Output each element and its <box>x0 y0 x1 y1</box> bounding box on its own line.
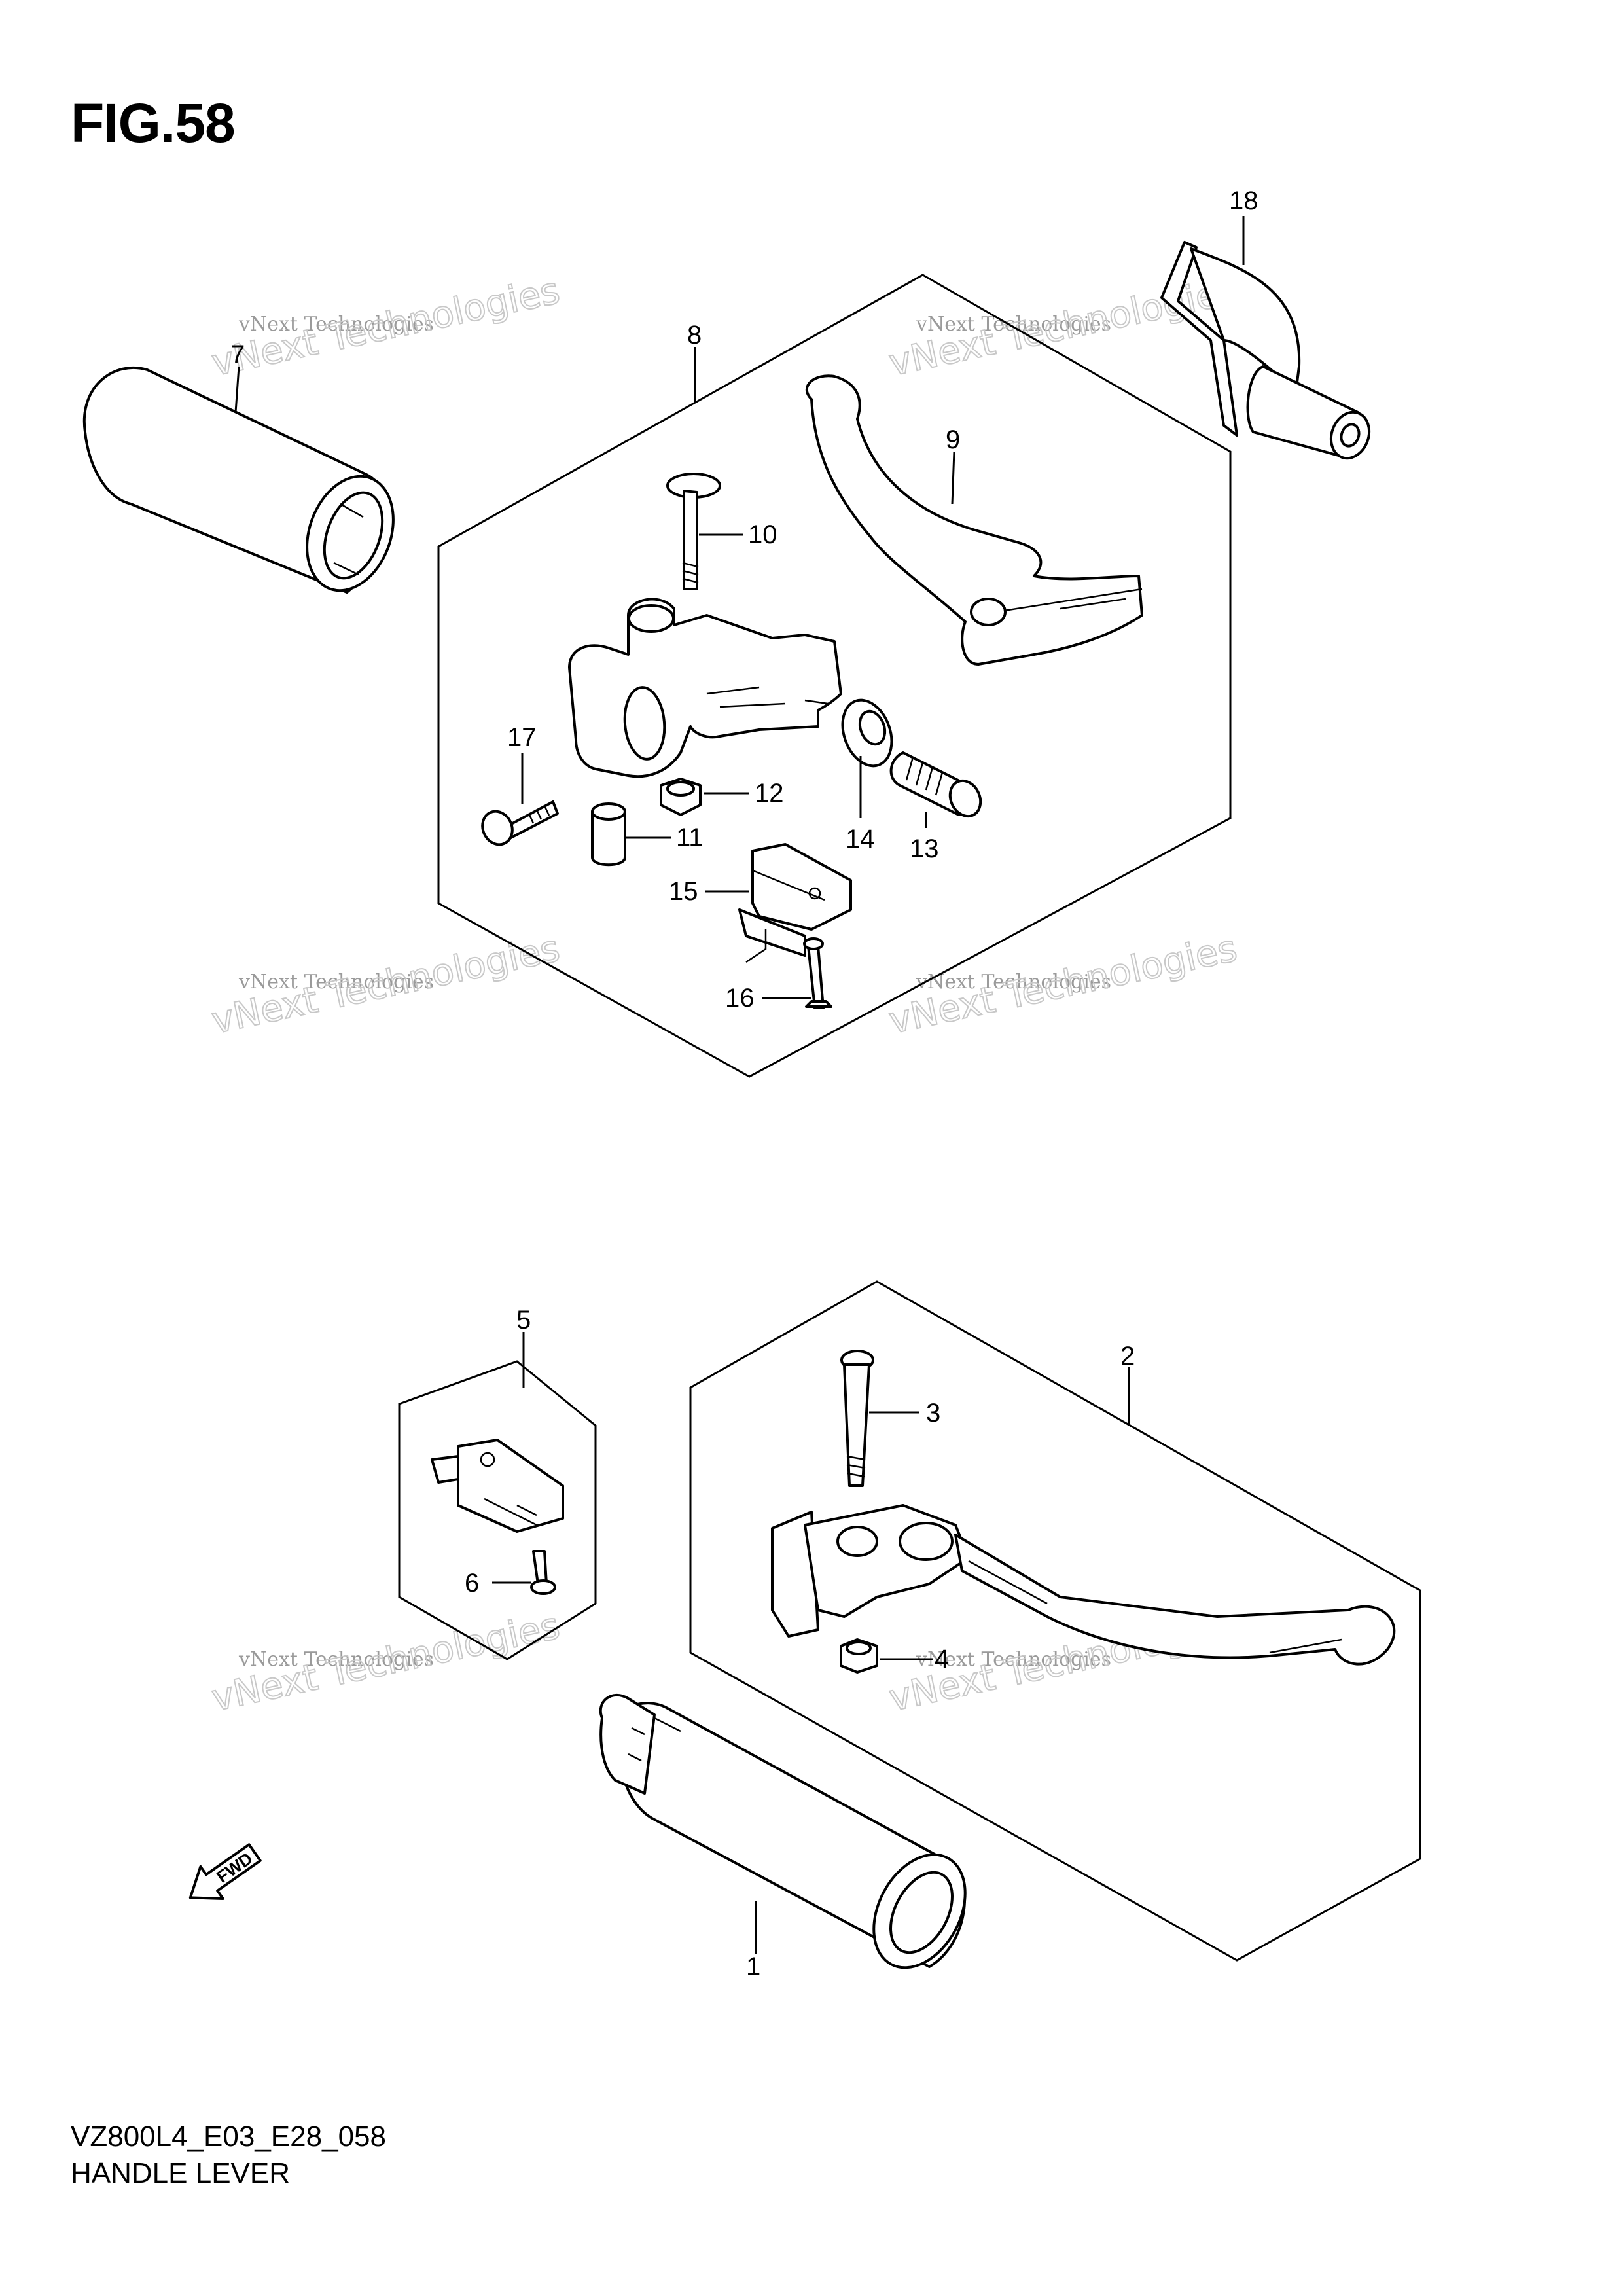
watermark: vNext Technologies vNext Technologies <box>207 927 564 1043</box>
part-11-collar <box>591 802 626 867</box>
watermark-text: vNext Technologies <box>238 971 434 994</box>
callout-7: 7 <box>230 340 245 369</box>
callout-16: 16 <box>725 984 755 1013</box>
callout-10: 10 <box>748 520 777 549</box>
watermark: vNext Technologies vNext Technologies <box>207 269 564 386</box>
assembly-outline-5 <box>398 1360 597 1660</box>
part-5-front-brake-switch <box>431 1439 564 1533</box>
part-4-nut <box>840 1638 878 1674</box>
callout-12: 12 <box>755 779 784 808</box>
callout-8: 8 <box>687 321 702 350</box>
part-18-lever-cover <box>1160 241 1371 460</box>
model-code: VZ800L4_E03_E28_058 <box>71 2121 386 2153</box>
callout-3: 3 <box>926 1399 940 1427</box>
part-2-brake-lever <box>771 1504 1396 1666</box>
watermark-text: vNext Technologies <box>238 313 434 336</box>
part-16-screw <box>803 937 832 1009</box>
callout-1: 1 <box>746 1952 760 1981</box>
assembly-outline-8 <box>437 274 1232 1078</box>
callout-13: 13 <box>910 834 939 863</box>
part-14-lock-nut <box>841 698 893 768</box>
callout-5: 5 <box>516 1306 531 1335</box>
watermark-text: vNext Technologies <box>916 313 1111 336</box>
callout-18: 18 <box>1229 187 1258 215</box>
fwd-arrow: FWD <box>188 1843 262 1901</box>
callout-6: 6 <box>465 1569 479 1598</box>
callout-15: 15 <box>669 877 698 906</box>
part-lever-holder <box>568 598 842 778</box>
part-13-adjuster <box>889 751 982 818</box>
part-10-pivot-bolt <box>666 473 721 590</box>
watermark-text: vNext Technologies <box>238 1648 434 1671</box>
part-6-screw <box>530 1550 556 1595</box>
watermark: vNext Technologies vNext Technologies <box>885 927 1241 1043</box>
watermark-text: vNext Technologies <box>916 1648 1111 1671</box>
part-7-left-grip <box>82 366 395 594</box>
callout-2: 2 <box>1120 1342 1135 1371</box>
part-9-clutch-lever <box>806 374 1143 666</box>
callout-labels: 1 2 3 4 5 6 7 8 9 10 11 12 13 14 15 16 1… <box>230 187 1258 1981</box>
part-17-screw <box>481 800 559 846</box>
assembly-outline-2 <box>689 1280 1421 1962</box>
watermark-text: vNext Technologies <box>916 971 1111 994</box>
watermark: vNext Technologies vNext Technologies <box>885 269 1241 386</box>
part-1-throttle-grip <box>599 1693 967 1969</box>
callout-17: 17 <box>507 723 537 752</box>
figure-title: FIG.58 <box>71 92 236 154</box>
callout-9: 9 <box>946 425 960 454</box>
callout-11: 11 <box>676 823 704 852</box>
leader-lines <box>234 216 1245 1954</box>
part-3-pivot-bolt <box>840 1350 874 1487</box>
part-15-clutch-switch <box>738 843 852 963</box>
part-12-nut <box>660 778 702 816</box>
callout-4: 4 <box>935 1645 949 1674</box>
callout-14: 14 <box>846 825 875 853</box>
figure-name: HANDLE LEVER <box>71 2157 291 2189</box>
watermark: vNext Technologies vNext Technologies <box>207 1604 564 1721</box>
